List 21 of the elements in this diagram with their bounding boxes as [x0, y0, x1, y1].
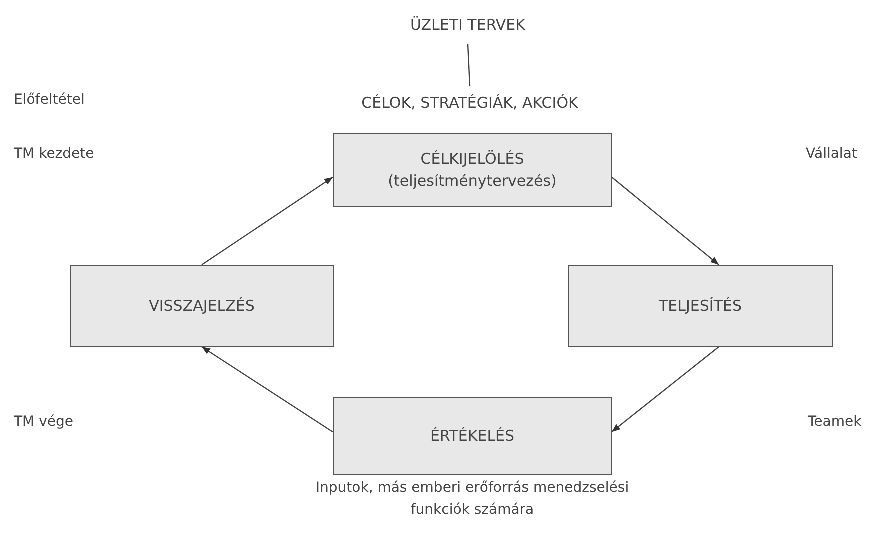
connector-line: [467, 44, 471, 86]
arrow: [202, 176, 334, 266]
arrow: [202, 346, 334, 433]
box-label: CÉLKIJELÖLÉS (teljesítménytervezés): [387, 149, 558, 192]
side-label: TM kezdete: [14, 146, 94, 162]
side-label: Teamek: [808, 414, 862, 430]
process-box: [70, 265, 334, 347]
heading-text: ÜZLETI TERVEK: [380, 12, 556, 38]
arrow: [612, 176, 720, 266]
note-text: Inputok, más emberi erőforrás menedzselési funkciók számára: [314, 479, 630, 520]
box-label: TELJESÍTÉS: [658, 296, 742, 317]
side-label: Előfeltétel: [14, 92, 85, 108]
box-label: ÉRTÉKELÉS: [430, 426, 515, 447]
side-label: TM vége: [14, 414, 74, 430]
process-box: [333, 397, 612, 475]
process-box: [333, 133, 612, 207]
side-label: Vállalat: [806, 146, 858, 162]
box-label: VISSZAJELZÉS: [149, 296, 255, 317]
arrow: [612, 346, 720, 433]
process-box: [568, 265, 833, 347]
heading-text: CÉLOK, STRATÉGIÁK, AKCIÓK: [320, 90, 620, 116]
